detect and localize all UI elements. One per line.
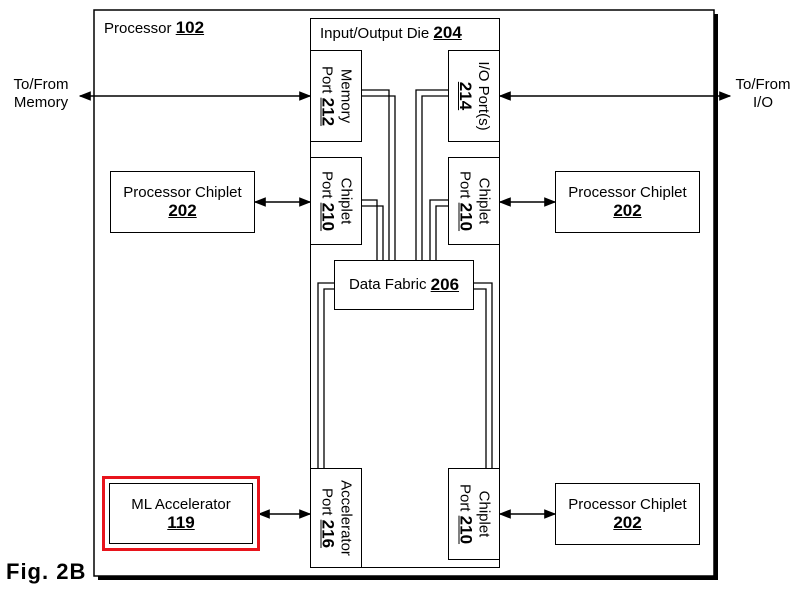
data-fabric: Data Fabric 206 [334,260,474,310]
ml-accelerator-highlight [102,476,260,551]
processor-label: Processor 102 [104,18,205,38]
chiplet-port-left-ref: 210 [318,202,338,232]
data-fabric-ref: 206 [430,275,460,294]
io-port: I/O Port(s) 214 [448,50,500,142]
fabric-buses [317,89,493,470]
chiplet-port-left: Chiplet Port 210 [310,157,362,245]
accelerator-port: Accelerator Port 216 [310,468,362,568]
chiplet-port-bottom: Chiplet Port 210 [448,468,500,560]
to-from-io-label: To/From I/O [735,76,791,111]
processor-ref: 102 [175,18,205,37]
io-die [310,18,500,568]
io-die-label: Input/Output Die 204 [320,23,462,43]
ml-accelerator-ref: 119 [167,512,195,532]
to-from-memory-label: To/From Memory [13,76,69,111]
chiplet-bottom-right-ref: 202 [613,513,642,532]
processor-chiplet-bottom-right: Processor Chiplet 202 [555,483,700,545]
ml-accelerator: ML Accelerator 119 [109,483,253,544]
io-port-ref: 214 [456,81,475,111]
chiplet-port-right: Chiplet Port 210 [448,157,500,245]
memory-port-ref: 212 [318,97,338,127]
chiplet-left-ref: 202 [168,201,197,220]
chiplet-port-right-ref: 210 [456,202,476,232]
processor-chiplet-right: Processor Chiplet 202 [555,171,700,233]
memory-port: Memory Port 212 [310,50,362,142]
accelerator-port-ref: 216 [318,519,338,549]
io-die-ref: 204 [433,23,462,42]
chiplet-port-bottom-ref: 210 [456,515,476,545]
figure-label: Fig. 2B [6,559,87,584]
chiplet-right-ref: 202 [613,201,642,220]
processor-chiplet-left: Processor Chiplet 202 [110,171,255,233]
